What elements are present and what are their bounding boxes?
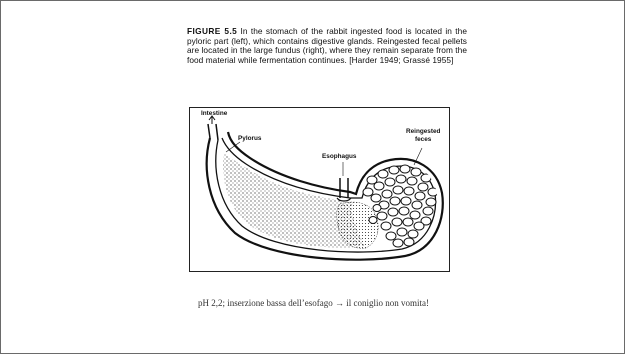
label-intestine: Intestine bbox=[201, 110, 228, 117]
label-esophagus: Esophagus bbox=[322, 153, 357, 160]
label-feces: feces bbox=[415, 136, 432, 143]
label-reingested: Reingested bbox=[406, 128, 441, 135]
esophagus-tube bbox=[340, 178, 348, 198]
intestine-arrow bbox=[209, 116, 215, 124]
figure-caption-lead: FIGURE 5.5 bbox=[187, 26, 237, 36]
stomach-diagram: Intestine Pylorus Esophagus Reingested f… bbox=[189, 107, 450, 272]
label-pylorus: Pylorus bbox=[238, 135, 262, 142]
slide-note: pH 2,2; inserzione bassa dell’esofago → … bbox=[1, 298, 625, 308]
figure-caption: FIGURE 5.5 In the stomach of the rabbit … bbox=[187, 27, 467, 65]
intestine-tube bbox=[208, 124, 218, 140]
stomach-illustration: Intestine Pylorus Esophagus Reingested f… bbox=[190, 108, 449, 271]
